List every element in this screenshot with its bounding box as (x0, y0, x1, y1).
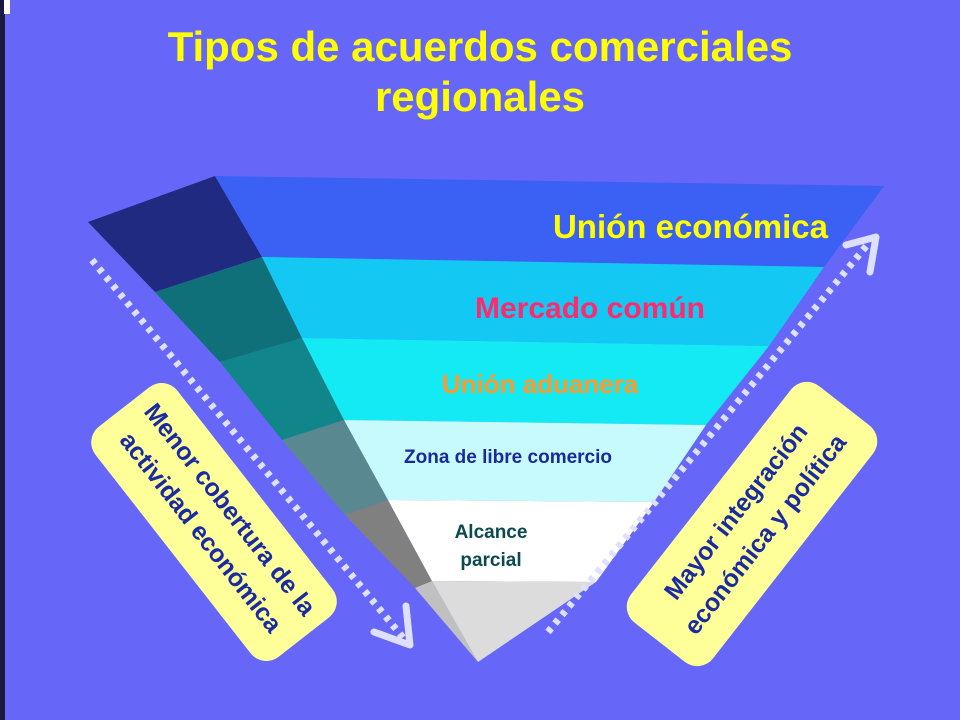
corner-mark (4, 0, 10, 14)
label-mercado-comun: Mercado común (475, 292, 705, 325)
level-union-economica (215, 176, 884, 267)
label-union-economica: Unión económica (553, 208, 829, 245)
side-segment-3 (220, 338, 344, 440)
funnel-tip (432, 581, 596, 662)
label-alcance-parcial-line1: Alcance (455, 522, 528, 543)
title-line-2: regionales (374, 73, 586, 120)
side-segment-4 (282, 420, 388, 515)
funnel-front-face (215, 176, 884, 662)
level-alcance-parcial (388, 500, 654, 582)
funnel-side-face (88, 176, 478, 662)
level-mercado-comun (262, 257, 824, 346)
side-segment-2 (155, 257, 302, 362)
title-line-1: Tipos de acuerdos comerciales (167, 23, 793, 70)
side-segment-1 (88, 176, 262, 292)
label-alcance-parcial-line2: parcial (460, 550, 521, 571)
label-zona-libre-comercio: Zona de libre comercio (404, 447, 612, 468)
level-union-aduanera (302, 338, 769, 425)
side-segment-6 (415, 581, 478, 662)
window-left-edge (0, 0, 5, 720)
level-zona-libre-comercio (344, 420, 706, 502)
side-segment-5 (345, 500, 432, 588)
dotted-arrow-up-icon (545, 233, 880, 635)
page-title: Tipos de acuerdos comerciales regionales (0, 22, 960, 122)
dotted-arrow-down-icon (89, 257, 414, 649)
label-union-aduanera: Unión aduanera (442, 369, 639, 399)
